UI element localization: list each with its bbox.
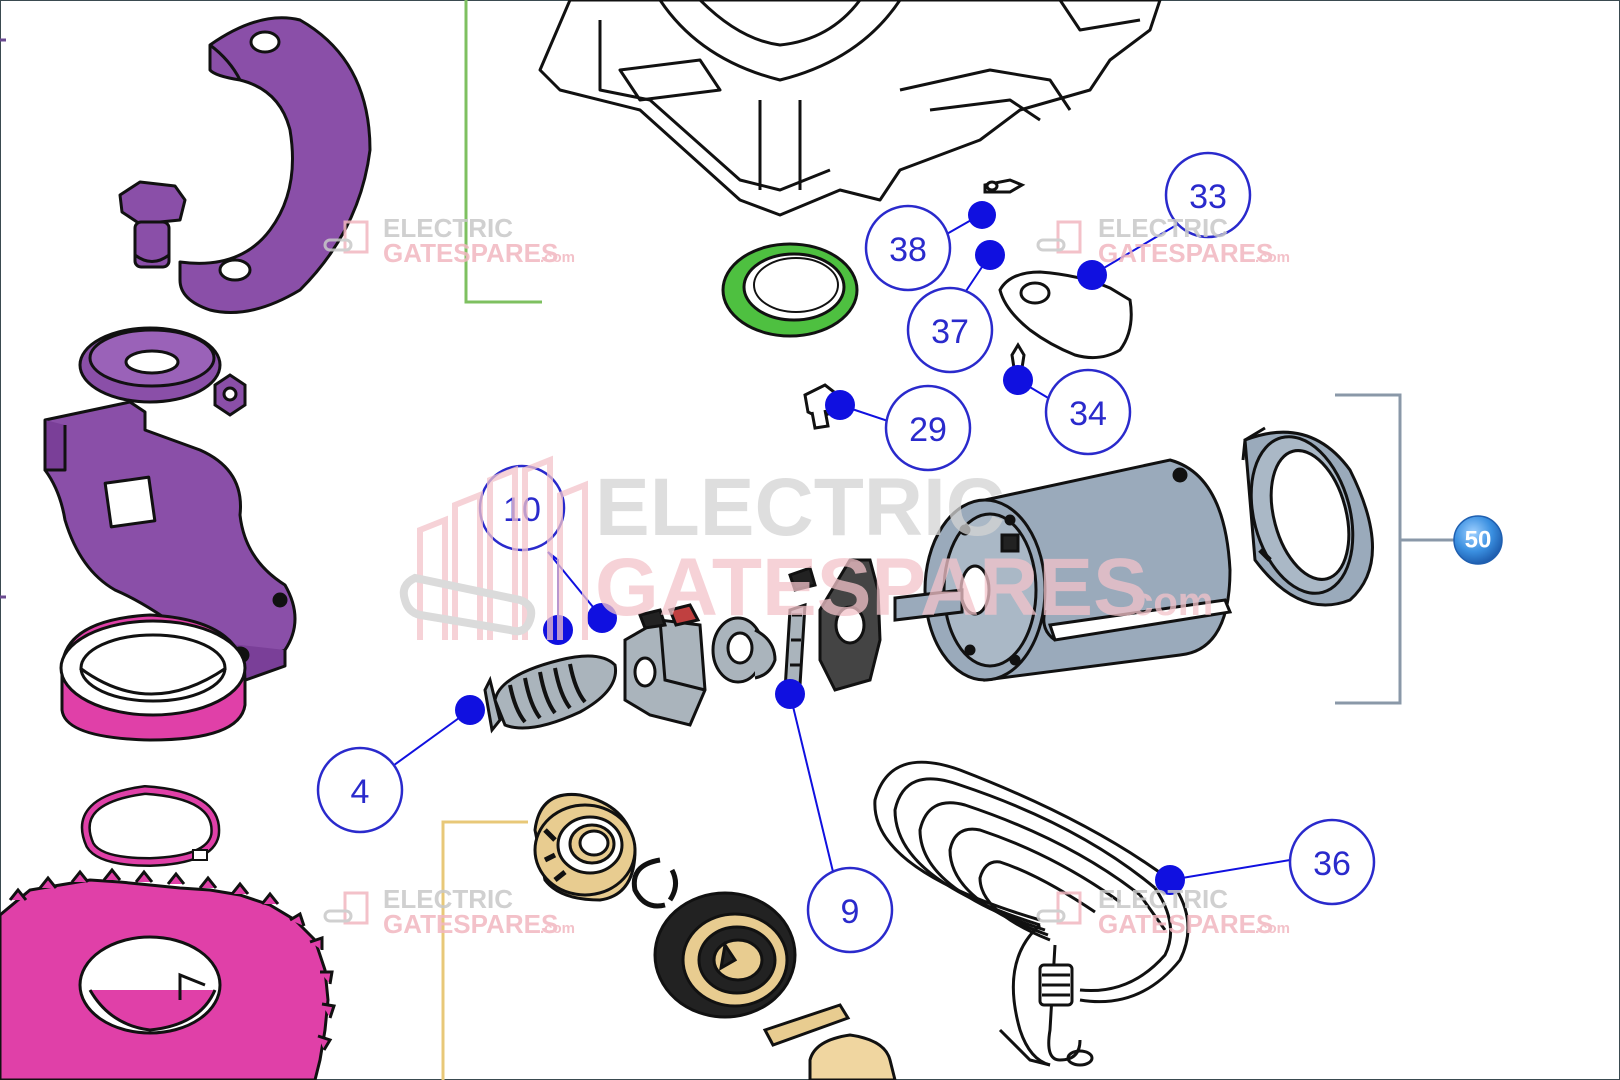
worm-screw (483, 654, 618, 734)
purple-washer (78, 326, 222, 404)
watermark-small-top-right: ELECTRIC GATESPARES .com (1036, 213, 1290, 268)
callout-label-36: 36 (1313, 845, 1351, 883)
assembly-badge-label: 50 (1465, 527, 1492, 554)
watermark-small-bottom-left: ELECTRIC GATESPARES .com (323, 884, 575, 939)
watermark-small-bottom-right: ELECTRIC GATESPARES .com (1036, 884, 1290, 939)
tan-bearing (533, 792, 637, 902)
guide-lines (0, 0, 542, 1080)
dot-38 (968, 201, 996, 229)
watermark-suffix: .com (1255, 249, 1290, 266)
watermark-line2: GATESPARES (1098, 238, 1273, 268)
callout-circle-33 (1164, 151, 1252, 239)
bushing (711, 616, 777, 684)
magenta-bearing (59, 613, 247, 742)
callout-labels: 4 9 10 29 33 34 36 37 38 (351, 178, 1351, 931)
brush-plate (788, 558, 882, 692)
leader-36 (1169, 859, 1291, 881)
assembly-badge: 50 (1453, 515, 1503, 565)
callout-label-4: 4 (351, 773, 370, 811)
watermark-small-top-left: ELECTRIC GATESPARES .com (323, 213, 575, 268)
screw-34 (1010, 342, 1026, 370)
leader-9 (789, 693, 836, 881)
yellow-guide-line (441, 820, 528, 1080)
motor-end-ring (1241, 426, 1374, 607)
hex-bolt (118, 180, 187, 269)
callout-circle-9 (806, 866, 894, 954)
dot-36 (1155, 865, 1185, 895)
callout-label-29: 29 (909, 411, 947, 449)
leader-33 (1091, 219, 1186, 276)
small-circlip (631, 857, 678, 909)
callout-label-38: 38 (889, 231, 927, 269)
purple-arc-bracket (178, 16, 372, 314)
callout-circle-37 (906, 286, 994, 374)
output-shaft (808, 1033, 897, 1080)
watermark-line1: ELECTRIC (1098, 213, 1228, 243)
watermark-suffix: .com (1120, 580, 1213, 624)
dot-34 (1003, 365, 1033, 395)
watermark-line1: ELECTRIC (1098, 884, 1228, 914)
watermark-line2: GATESPARES (595, 542, 1148, 633)
watermark-line1: ELECTRIC (383, 884, 513, 914)
dot-10b (587, 603, 617, 633)
dot-37 (975, 240, 1005, 270)
green-seal (721, 242, 859, 338)
dot-29 (825, 390, 855, 420)
watermark-suffix: .com (540, 249, 575, 266)
watermark-line2: GATESPARES (383, 909, 558, 939)
callout-label-34: 34 (1069, 395, 1107, 433)
callout-circle-34 (1044, 368, 1132, 456)
terminal-lug (983, 178, 1026, 194)
gearbox-housing (538, 0, 1162, 217)
dot-33 (1077, 260, 1107, 290)
callout-label-33: 33 (1189, 178, 1227, 216)
watermark-line2: GATESPARES (1098, 909, 1273, 939)
cover-plate (998, 270, 1133, 360)
electric-motor (893, 458, 1233, 682)
callout-label-37: 37 (931, 313, 969, 351)
small-nut (213, 373, 247, 417)
green-guide-line (464, 0, 542, 304)
watermark-line2: GATESPARES (383, 238, 558, 268)
callout-circle-38 (864, 204, 952, 292)
watermark-suffix: .com (540, 920, 575, 937)
callout-circle-29 (884, 384, 972, 472)
wiring-harness (873, 760, 1190, 1067)
watermark-line1: ELECTRIC (595, 462, 1005, 553)
drive-gear (653, 891, 797, 1019)
small-pin (762, 1003, 851, 1047)
watermark-suffix: .com (1255, 920, 1290, 937)
brush-holder (623, 603, 707, 727)
callout-label-9: 9 (841, 893, 860, 931)
watermark-large-center: ELECTRIC GATESPARES .com (399, 455, 1213, 640)
callout-circle-36 (1288, 818, 1376, 906)
dot-9 (775, 679, 805, 709)
assembly-bracket (1335, 393, 1460, 705)
watermark-line1: ELECTRIC (383, 213, 513, 243)
leader-4 (389, 709, 471, 769)
callout-circle-4 (316, 746, 404, 834)
magenta-gear (0, 867, 336, 1080)
dot-4 (455, 695, 485, 725)
magenta-circlip (80, 784, 221, 868)
